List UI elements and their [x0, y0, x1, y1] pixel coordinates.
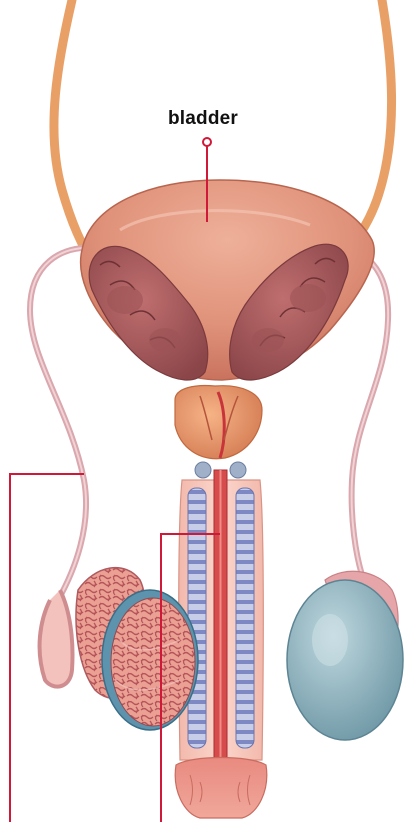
prostate	[175, 386, 262, 459]
left-vas-deferens	[30, 248, 96, 600]
left-ureter	[54, 0, 92, 262]
right-bulbourethral-gland	[230, 462, 246, 478]
bladder-label: bladder	[168, 108, 238, 130]
bladder-pointer-dot	[203, 138, 211, 146]
left-bulbourethral-gland	[195, 462, 211, 478]
right-testis	[287, 571, 403, 740]
left-vas-deferens-inner	[30, 248, 96, 600]
